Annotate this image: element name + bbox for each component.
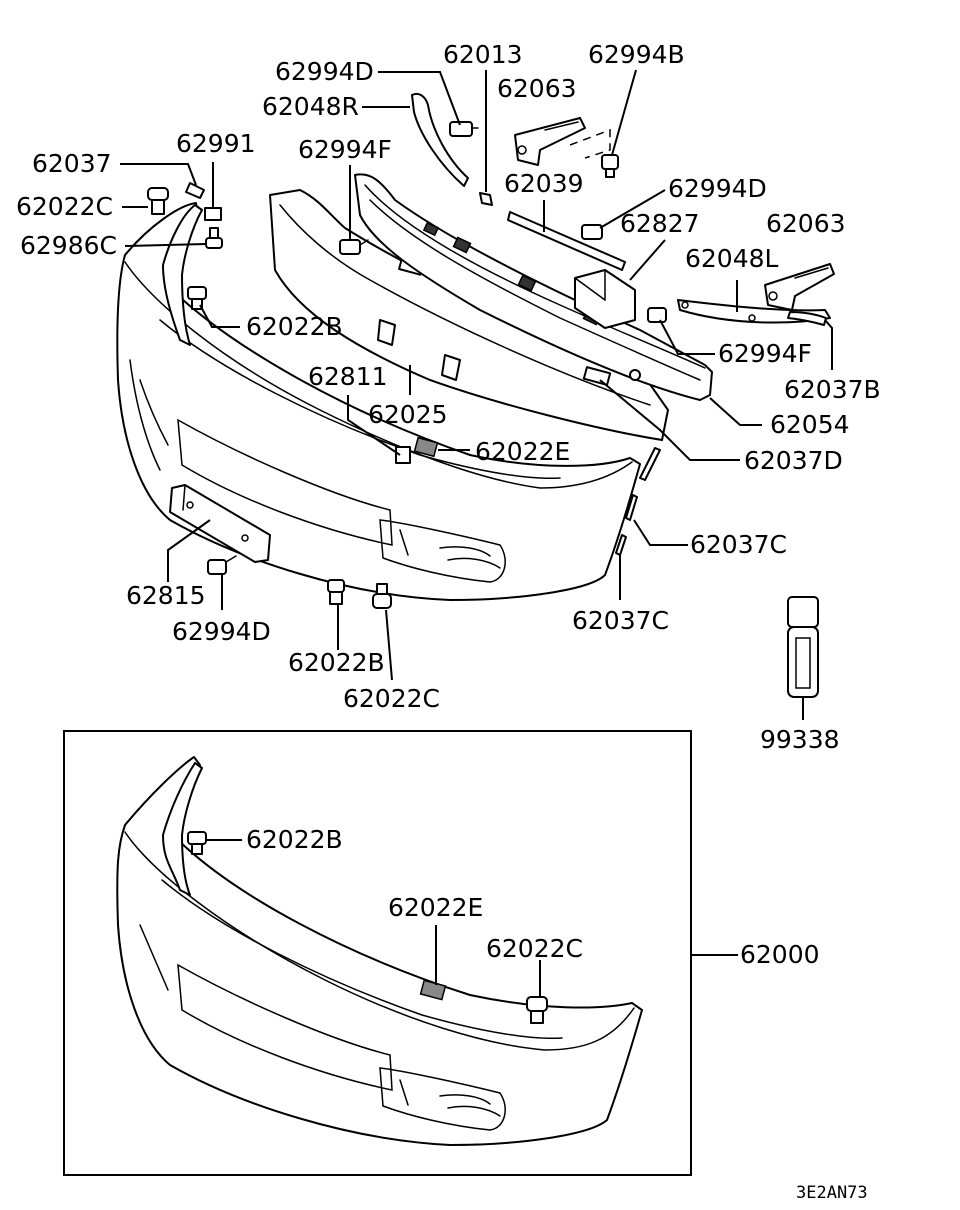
label-62022B-c: 62022B bbox=[246, 825, 343, 854]
label-62037: 62037 bbox=[32, 149, 112, 178]
label-62022B-b: 62022B bbox=[288, 648, 385, 677]
side-support-62063-upper bbox=[514, 117, 586, 166]
reinforcement-beam-62054 bbox=[354, 173, 713, 401]
clip-62022E bbox=[413, 436, 439, 458]
side-support-62063-lower bbox=[764, 263, 835, 311]
screw-62994D-a bbox=[449, 121, 479, 137]
screw-62994F-b bbox=[647, 307, 667, 323]
label-62048L: 62048L bbox=[685, 244, 779, 273]
license-bracket-62815 bbox=[169, 484, 271, 563]
energy-absorber-62025 bbox=[269, 189, 669, 441]
label-62013: 62013 bbox=[443, 40, 523, 69]
label-62022C-b: 62022C bbox=[343, 684, 440, 713]
fastener-62022B-b bbox=[327, 579, 345, 605]
bumper-face-assembly bbox=[116, 756, 643, 1146]
label-62037D: 62037D bbox=[744, 446, 843, 475]
strip-62039 bbox=[507, 211, 626, 271]
strip-62037C-upper bbox=[625, 494, 638, 521]
clip-62013 bbox=[479, 192, 493, 206]
label-62022E-a: 62022E bbox=[475, 437, 570, 466]
label-62994D-a: 62994D bbox=[275, 57, 374, 86]
part-labels: 62994D 62013 62994B 62048R 62063 62037 6… bbox=[16, 40, 881, 1203]
label-62037B: 62037B bbox=[784, 375, 881, 404]
label-62022C-a: 62022C bbox=[16, 192, 113, 221]
strip-62037D bbox=[639, 447, 661, 481]
diagram-code: 3E2AN73 bbox=[796, 1183, 868, 1203]
label-99338: 99338 bbox=[760, 725, 840, 754]
label-62000: 62000 bbox=[740, 940, 820, 969]
fastener-62022B-a bbox=[187, 286, 207, 310]
label-62827: 62827 bbox=[620, 209, 700, 238]
label-62048R: 62048R bbox=[262, 92, 359, 121]
label-62994F-b: 62994F bbox=[718, 339, 812, 368]
leader-lines bbox=[120, 69, 833, 720]
label-62994D-c: 62994D bbox=[172, 617, 271, 646]
screw-62994D-b bbox=[581, 224, 603, 240]
paint-bottle-99338 bbox=[787, 596, 819, 698]
fastener-62022B-c bbox=[187, 831, 207, 855]
assembly-box bbox=[63, 730, 692, 1176]
clip-62811 bbox=[395, 446, 411, 464]
label-62063-b: 62063 bbox=[766, 209, 846, 238]
screw-62994B bbox=[601, 154, 619, 178]
fastener-62022C-c bbox=[526, 996, 548, 1024]
label-62994F-a: 62994F bbox=[298, 135, 392, 164]
label-62063-a: 62063 bbox=[497, 74, 577, 103]
block-62827 bbox=[574, 269, 636, 329]
bumper-face-exploded bbox=[116, 202, 641, 601]
label-62815: 62815 bbox=[126, 581, 206, 610]
label-62991: 62991 bbox=[176, 129, 256, 158]
label-62986C: 62986C bbox=[20, 231, 117, 260]
label-62022E-b: 62022E bbox=[388, 893, 483, 922]
strip-62037 bbox=[185, 182, 205, 199]
fastener-62986C bbox=[205, 227, 223, 249]
label-62811: 62811 bbox=[308, 362, 388, 391]
label-62994D-b: 62994D bbox=[668, 174, 767, 203]
clip-62991 bbox=[204, 207, 222, 221]
screw-62994F-a bbox=[339, 239, 369, 255]
label-62022B-a: 62022B bbox=[246, 312, 343, 341]
fastener-62022C-b bbox=[372, 583, 392, 609]
label-62039: 62039 bbox=[504, 169, 584, 198]
screw-62994D-c bbox=[207, 555, 237, 575]
label-62037C-a: 62037C bbox=[690, 530, 787, 559]
leader-lines-assembly bbox=[206, 839, 738, 998]
label-62025: 62025 bbox=[368, 400, 448, 429]
label-62022C-c: 62022C bbox=[486, 934, 583, 963]
strip-62037B bbox=[787, 311, 827, 326]
label-62994B: 62994B bbox=[588, 40, 685, 69]
clip-62022E-assembly bbox=[419, 979, 447, 1001]
label-62037C-b: 62037C bbox=[572, 606, 669, 635]
bracket-62048R bbox=[411, 92, 469, 187]
label-62054: 62054 bbox=[770, 410, 850, 439]
fastener-62022C-a bbox=[147, 187, 169, 215]
